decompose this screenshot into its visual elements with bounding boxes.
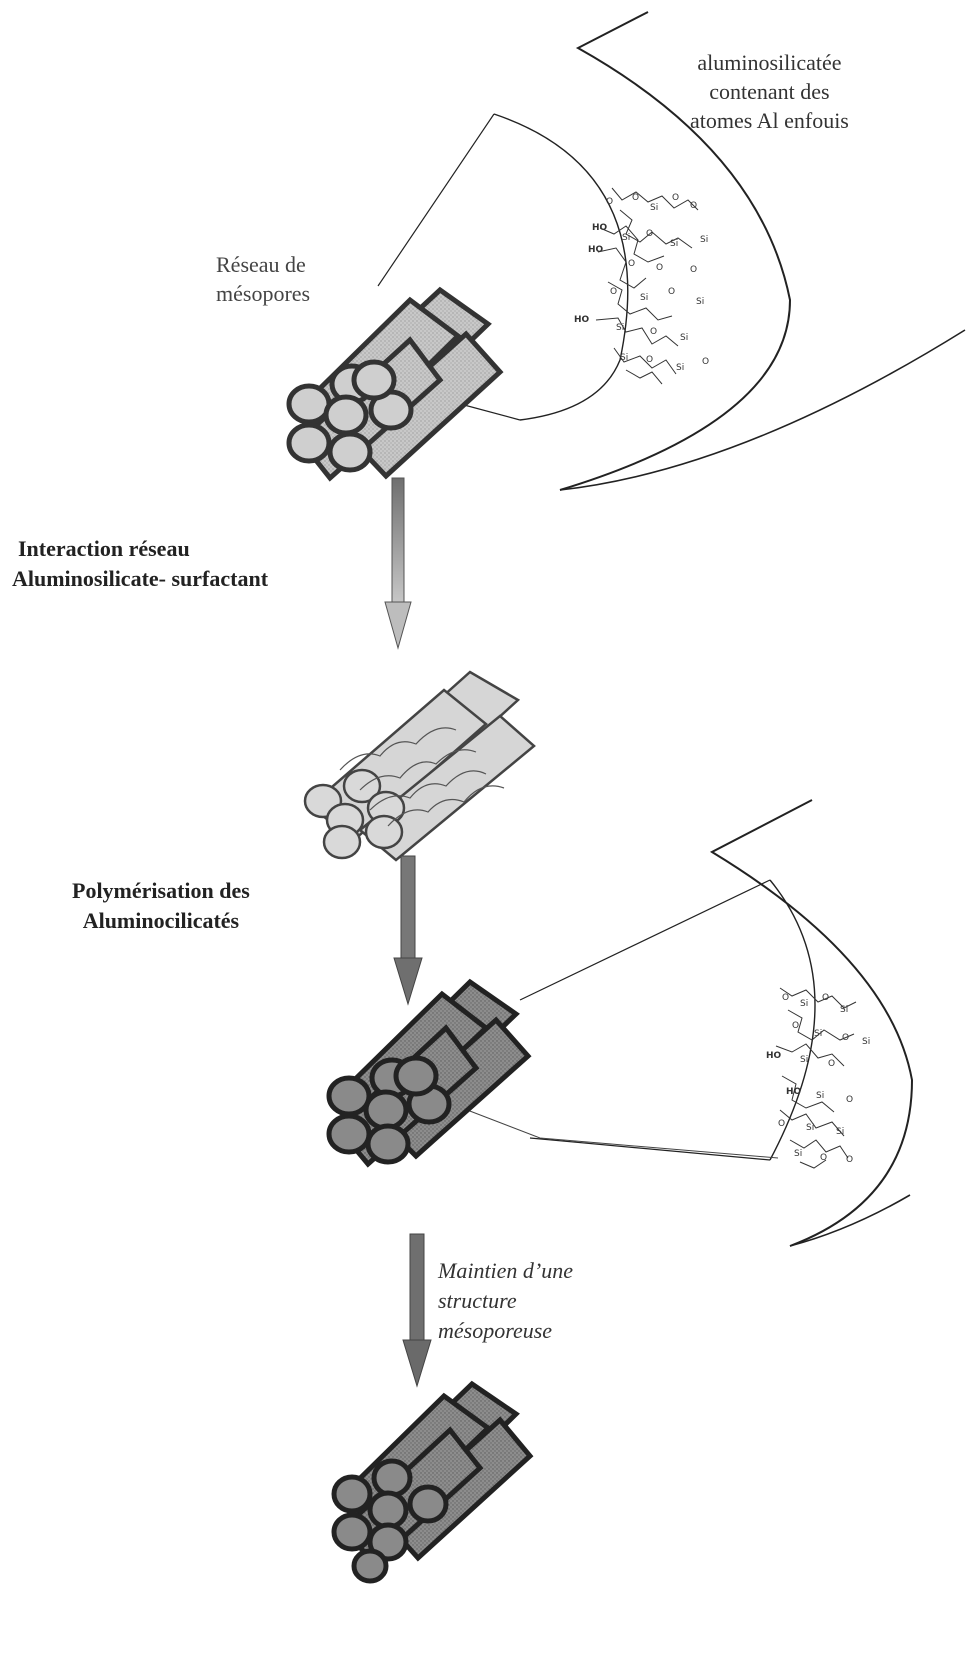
svg-text:Si: Si xyxy=(650,203,658,213)
svg-text:Si: Si xyxy=(620,353,628,363)
step-3-line-1: Maintien d’une xyxy=(438,1256,573,1286)
step-1-label: Interaction réseau Aluminosilicate- surf… xyxy=(12,534,268,594)
svg-text:O: O xyxy=(846,1155,853,1165)
svg-text:O: O xyxy=(690,265,697,275)
step-3-label: Maintien d’une structure mésoporeuse xyxy=(438,1256,573,1346)
svg-text:O: O xyxy=(672,193,679,203)
svg-text:O: O xyxy=(702,357,709,367)
svg-text:O: O xyxy=(820,1153,827,1163)
svg-text:O: O xyxy=(690,201,697,211)
svg-text:Si: Si xyxy=(862,1037,870,1047)
svg-text:Si: Si xyxy=(670,239,678,249)
svg-text:O: O xyxy=(782,993,789,1003)
step-1-line-1: Interaction réseau xyxy=(12,534,268,564)
svg-text:HO: HO xyxy=(766,1051,782,1061)
svg-text:Si: Si xyxy=(696,297,704,307)
svg-text:O: O xyxy=(632,193,639,203)
svg-text:Si: Si xyxy=(836,1127,844,1137)
svg-text:O: O xyxy=(846,1095,853,1105)
mesopore-network-line-1: Réseau de xyxy=(216,250,310,279)
svg-text:Si: Si xyxy=(800,1055,808,1065)
arrow-step-3 xyxy=(403,1234,431,1386)
step-2-label: Polymérisation des Aluminocilicatés xyxy=(72,876,250,936)
mesopore-bundle-4 xyxy=(334,1384,530,1581)
svg-text:O: O xyxy=(656,263,663,273)
mesopore-bundle-3 xyxy=(329,982,528,1164)
svg-text:O: O xyxy=(842,1033,849,1043)
svg-text:Si: Si xyxy=(816,1091,824,1101)
svg-text:O: O xyxy=(628,259,635,269)
svg-text:Si: Si xyxy=(622,233,630,243)
svg-text:O: O xyxy=(822,993,829,1003)
svg-text:Si: Si xyxy=(680,333,688,343)
svg-text:Si: Si xyxy=(676,363,684,373)
arrow-step-1 xyxy=(385,478,411,648)
svg-text:Si: Si xyxy=(814,1029,822,1039)
arrow-step-2 xyxy=(394,856,422,1004)
callout-top-line-1: aluminosilicatée xyxy=(690,48,849,77)
aluminosilicate-network-middle xyxy=(776,988,856,1168)
svg-text:Si: Si xyxy=(794,1149,802,1159)
step-1-line-2: Aluminosilicate- surfactant xyxy=(12,564,268,594)
svg-text:O: O xyxy=(650,327,657,337)
callout-top-line-3: atomes Al enfouis xyxy=(690,106,849,135)
svg-text:O: O xyxy=(778,1119,785,1129)
svg-text:Si: Si xyxy=(800,999,808,1009)
svg-text:Si: Si xyxy=(806,1123,814,1133)
step-3-line-2: structure xyxy=(438,1286,573,1316)
surfactant-bundle-2 xyxy=(305,672,534,860)
svg-text:Si: Si xyxy=(840,1005,848,1015)
svg-text:O: O xyxy=(646,355,653,365)
svg-text:Si: Si xyxy=(616,323,624,333)
middle-callout xyxy=(462,800,912,1246)
svg-text:HO: HO xyxy=(592,223,608,233)
svg-text:O: O xyxy=(792,1021,799,1031)
svg-text:HO: HO xyxy=(786,1087,802,1097)
step-3-line-3: mésoporeuse xyxy=(438,1316,573,1346)
svg-text:Si: Si xyxy=(700,235,708,245)
svg-text:O: O xyxy=(606,197,613,207)
callout-top-line-2: contenant des xyxy=(690,77,849,106)
mesopore-network-line-2: mésopores xyxy=(216,279,310,308)
svg-text:HO: HO xyxy=(574,315,590,325)
top-callout xyxy=(378,12,965,490)
step-2-line-2: Aluminocilicatés xyxy=(72,906,250,936)
callout-top-label: aluminosilicatée contenant des atomes Al… xyxy=(690,48,849,135)
step-2-line-1: Polymérisation des xyxy=(72,876,250,906)
svg-text:O: O xyxy=(668,287,675,297)
svg-text:O: O xyxy=(646,229,653,239)
svg-text:Si: Si xyxy=(640,293,648,303)
mesopore-network-label: Réseau de mésopores xyxy=(216,250,310,308)
mesopore-bundle-1 xyxy=(289,290,500,478)
svg-text:O: O xyxy=(610,287,617,297)
svg-text:O: O xyxy=(828,1059,835,1069)
svg-text:HO: HO xyxy=(588,245,604,255)
